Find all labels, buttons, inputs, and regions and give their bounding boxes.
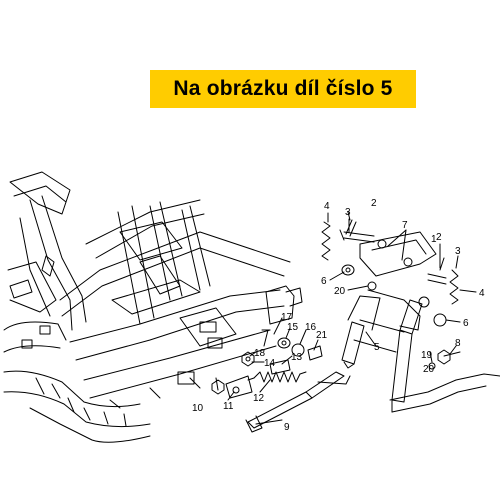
callout-20-right: 20 — [423, 364, 435, 375]
centre-stand-assembly — [321, 219, 500, 413]
callout-21: 21 — [316, 330, 328, 341]
callout-10: 10 — [192, 403, 204, 414]
callout-4-left: 4 — [324, 201, 330, 212]
callout-11: 11 — [223, 401, 234, 412]
callout-4-right: 4 — [479, 288, 485, 299]
callout-18: 18 — [254, 348, 266, 359]
callout-20-left: 20 — [334, 286, 346, 297]
callout-7: 7 — [402, 220, 408, 231]
callout-12: 12 — [253, 393, 265, 404]
banner-text: Na obrázku díl číslo 5 — [173, 77, 393, 100]
callout-9: 9 — [284, 422, 290, 433]
part-number-banner: Na obrázku díl číslo 5 — [150, 70, 416, 108]
callout-2-right: 2 — [436, 232, 442, 243]
callout-13: 13 — [291, 352, 303, 363]
callout-16: 16 — [305, 322, 317, 333]
callout-5: 5 — [374, 342, 380, 353]
callout-14: 14 — [264, 358, 276, 369]
callout-2-left: 2 — [371, 198, 377, 209]
callout-19: 19 — [421, 350, 433, 361]
side-stand-assembly — [211, 329, 351, 433]
callout-3-right: 3 — [455, 246, 461, 257]
callout-1: 1 — [431, 234, 437, 245]
callout-15: 15 — [287, 322, 299, 333]
callout-8: 8 — [455, 338, 461, 349]
leader-lines — [215, 211, 477, 425]
callout-labels: 4 3 2 7 1 2 3 4 6 20 6 5 8 19 20 17 15 1… — [192, 198, 485, 433]
callout-3-left: 3 — [345, 207, 351, 218]
callout-6-right: 6 — [463, 318, 469, 329]
scooter-frame — [3, 171, 303, 443]
callout-17: 17 — [281, 312, 293, 323]
callout-6-left: 6 — [321, 276, 327, 287]
